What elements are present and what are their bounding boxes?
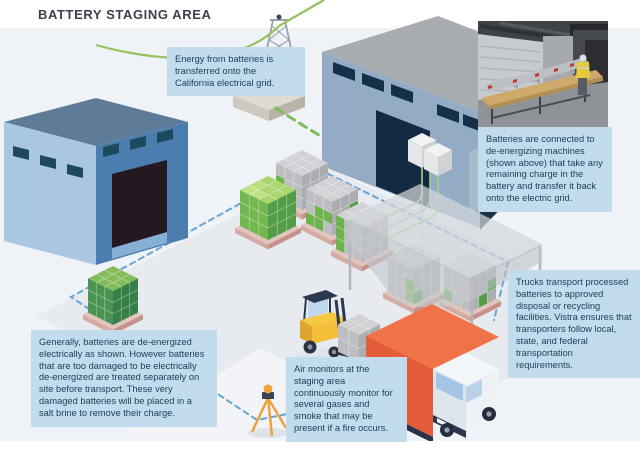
truck-windshield [436, 372, 463, 401]
worker-vest [576, 62, 590, 78]
damaged-battery-stack [83, 266, 143, 335]
air-monitor-tripod [248, 384, 288, 438]
callout-deenergizing: Batteries are connected to de-energizing… [478, 127, 612, 212]
callout-air-monitors: Air monitors at the staging area continu… [286, 357, 407, 442]
callout-grid-energy: Energy from batteries is transferred ont… [167, 47, 305, 97]
warehouse-left [4, 98, 188, 265]
tower-insulator [276, 14, 282, 20]
footer-strip [0, 441, 640, 452]
warehouse-right-door [376, 110, 430, 208]
page-title: BATTERY STAGING AREA [38, 7, 212, 22]
energy-flow-dashed-line [274, 106, 326, 140]
worker-helmet [579, 54, 587, 62]
warehouse-left-door [112, 160, 167, 259]
deenergizing-machine [408, 133, 452, 176]
canopy-tent [348, 184, 542, 334]
warehouse-right-windows [333, 62, 478, 131]
deenergizing-machines-photo [478, 21, 608, 127]
callout-damaged-batteries: Generally, batteries are de-energized el… [31, 330, 217, 427]
warehouse-left-windows [13, 129, 173, 178]
callout-truck-transport: Trucks transport processed batteries to … [508, 270, 640, 379]
